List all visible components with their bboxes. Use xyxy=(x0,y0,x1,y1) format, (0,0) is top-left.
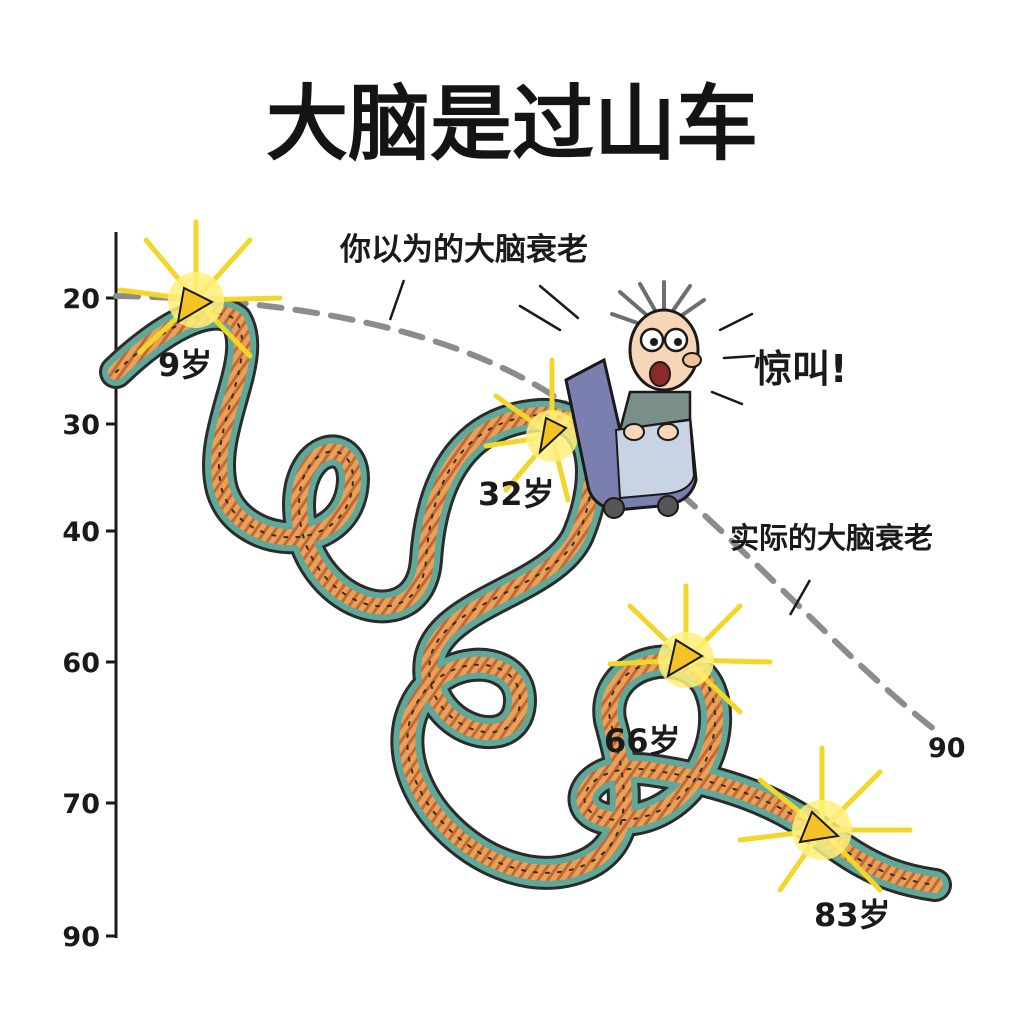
rider-in-cart: 惊叫! xyxy=(518,280,847,519)
tick-label-30: 30 xyxy=(62,410,100,441)
expected-decline-curve xyxy=(113,293,938,733)
milestone-label: 9岁 xyxy=(158,346,212,384)
speed-lines xyxy=(518,284,756,406)
screaming-mouth xyxy=(649,361,671,387)
tick-label-90: 90 xyxy=(62,922,100,953)
milestone-9: 9岁 xyxy=(117,219,283,384)
nose xyxy=(682,352,702,368)
milestone-83: 83岁 xyxy=(737,745,913,934)
expected-label-pointer xyxy=(388,279,406,321)
expected-curve-end-label: 90 xyxy=(928,733,966,764)
pupil xyxy=(650,338,658,346)
milestone-66: 66岁 xyxy=(604,583,773,760)
arrow-icon xyxy=(798,810,841,844)
page-title: 大脑是过山车 xyxy=(266,77,758,172)
actual-roller-coaster-track xyxy=(99,296,952,902)
arrow-icon xyxy=(666,638,704,679)
hands xyxy=(623,423,679,441)
milestone-label: 66岁 xyxy=(604,722,681,760)
arrow-icon xyxy=(538,416,568,455)
tick-label-20: 20 xyxy=(62,284,100,315)
track-ties xyxy=(115,312,936,886)
pupil xyxy=(674,338,682,346)
tick-label-40: 40 xyxy=(62,517,100,548)
tick-label-70: 70 xyxy=(62,789,100,820)
milestone-label: 32岁 xyxy=(478,475,555,513)
actual-label-pointer xyxy=(788,579,812,616)
arrow-icon xyxy=(176,286,215,324)
exclamation-label: 惊叫! xyxy=(754,347,847,391)
milestone-32: 32岁 xyxy=(478,357,603,513)
tick-label-60: 60 xyxy=(62,648,100,679)
milestone-label: 83岁 xyxy=(814,896,891,934)
y-axis-ticks: 20 30 40 60 70 90 xyxy=(62,284,116,953)
actual-decline-label: 实际的大脑衰老 xyxy=(730,521,933,555)
expected-decline-label: 你以为的大脑衰老 xyxy=(339,232,588,268)
